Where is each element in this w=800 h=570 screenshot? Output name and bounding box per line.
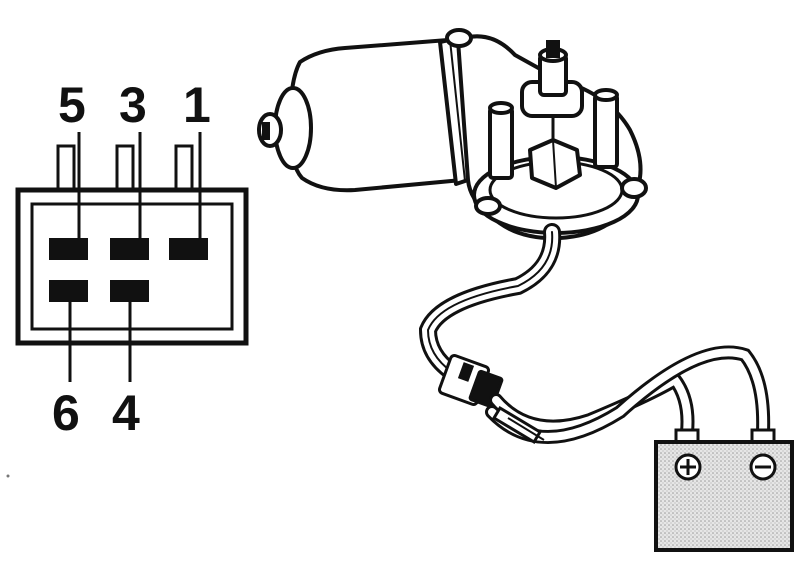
terminal-5 [49, 238, 88, 260]
pin-label-1: 1 [183, 77, 211, 133]
gearbox-post-left [488, 106, 514, 180]
gearbox-post-right [593, 93, 619, 169]
cable-harness [418, 223, 562, 381]
connector-pin-5 [56, 144, 76, 192]
terminal-3 [110, 238, 149, 260]
motor-body [288, 38, 464, 193]
leader-lines [68, 132, 202, 382]
wiper-motor [257, 28, 648, 241]
scan-speck [6, 474, 10, 478]
probe-tips [491, 405, 545, 445]
pin-label-6: 6 [52, 385, 80, 441]
terminal-4 [110, 280, 149, 302]
pin-label-5: 5 [58, 77, 86, 133]
terminal-6 [49, 280, 88, 302]
connector: 5 3 1 6 4 [15, 77, 249, 441]
battery [654, 428, 794, 552]
connector-pin-1 [174, 144, 194, 192]
pin-label-4: 4 [112, 385, 140, 441]
motor-cable [418, 223, 562, 381]
mounting-lug-left [474, 196, 502, 216]
pin-label-3: 3 [119, 77, 147, 133]
mounting-lug-right [620, 177, 648, 199]
terminal-1 [169, 238, 208, 260]
connector-pin-3 [115, 144, 135, 192]
battery-leads [485, 345, 771, 444]
mounting-lug-top [445, 28, 473, 48]
connector-housing-inner [30, 202, 234, 331]
